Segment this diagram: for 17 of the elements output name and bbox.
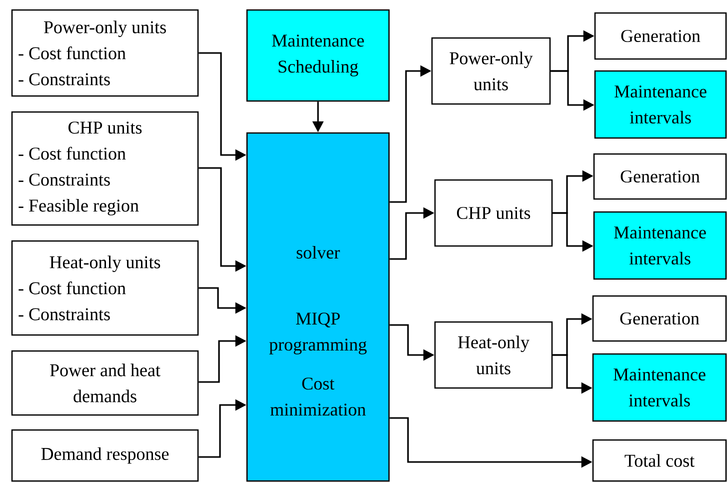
process-box: Maintenance Scheduling [246, 9, 390, 102]
input-box: Heat-only units - Cost function - Constraints [11, 240, 199, 336]
input-box: Power and heat demands [11, 350, 199, 416]
process-box: Power-only units [431, 37, 551, 105]
output-box: Maintenance intervals [594, 70, 727, 139]
optimizer-box: solver MIQP programming Cost minimization [246, 132, 390, 482]
output-box: Total cost [592, 439, 727, 482]
output-box: Generation [593, 153, 727, 200]
input-box: Demand response [11, 429, 199, 482]
output-box: Maintenance intervals [593, 211, 727, 280]
input-box: CHP units - Cost function - Constraints - Feasible region [11, 111, 199, 226]
process-box: CHP units [434, 179, 553, 247]
process-box: Heat-only units [434, 321, 553, 389]
input-box: Power-only units - Cost function - Constraints [11, 9, 199, 97]
output-box: Maintenance intervals [592, 353, 727, 422]
output-box: Generation [592, 295, 727, 342]
output-box: Generation [594, 12, 727, 60]
